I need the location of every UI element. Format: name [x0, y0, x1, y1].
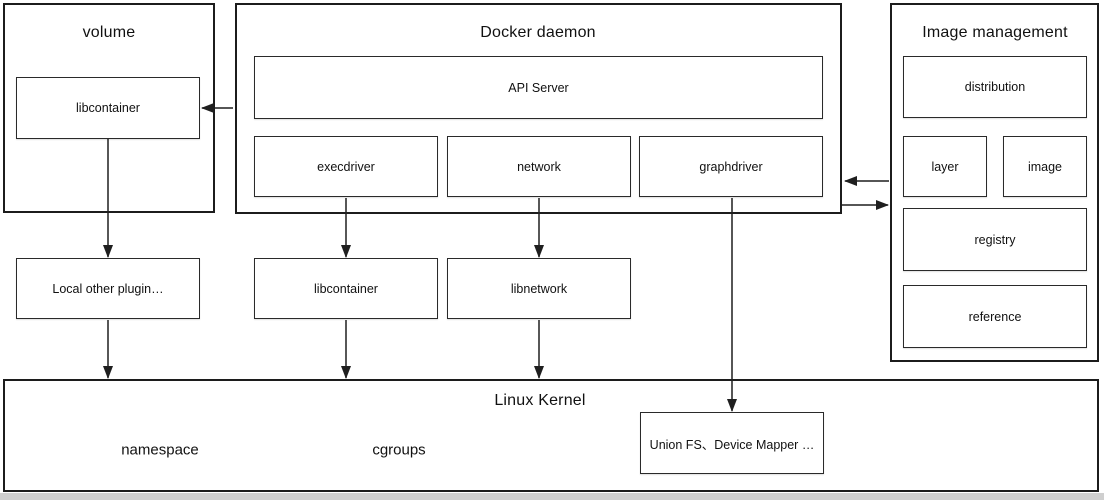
- namespace-label: namespace: [121, 441, 199, 459]
- reference-box: reference: [903, 285, 1087, 348]
- bottom-gray-strip: [0, 493, 1104, 500]
- distribution-box: distribution: [903, 56, 1087, 118]
- image-management-title: Image management: [922, 24, 1068, 41]
- libcontainer-box: libcontainer: [254, 258, 438, 319]
- graphdriver-box: graphdriver: [639, 136, 823, 197]
- local-other-plugin-box: Local other plugin…: [16, 258, 200, 319]
- image-box: image: [1003, 136, 1087, 197]
- layer-box: layer: [903, 136, 987, 197]
- linux-kernel-group: [3, 379, 1099, 492]
- api-server-box: API Server: [254, 56, 823, 119]
- registry-box: registry: [903, 208, 1087, 271]
- volume-libcontainer-box: libcontainer: [16, 77, 200, 139]
- linux-kernel-title: Linux Kernel: [494, 392, 586, 409]
- volume-title: volume: [82, 24, 136, 41]
- libnetwork-box: libnetwork: [447, 258, 631, 319]
- network-box: network: [447, 136, 631, 197]
- cgroups-label: cgroups: [372, 441, 426, 459]
- execdriver-box: execdriver: [254, 136, 438, 197]
- docker-daemon-title: Docker daemon: [480, 24, 596, 41]
- union-fs-box: Union FS、Device Mapper …: [640, 412, 824, 474]
